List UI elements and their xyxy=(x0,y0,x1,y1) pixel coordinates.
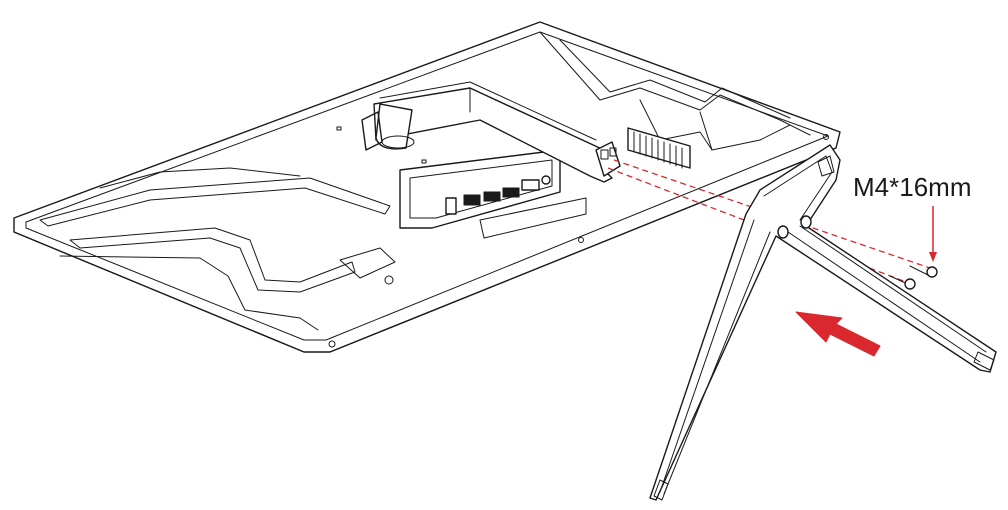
io-port-panel xyxy=(399,149,587,239)
vent-grille xyxy=(627,127,691,169)
dc-power-port xyxy=(445,197,457,215)
screw-icon xyxy=(889,265,938,290)
leg-screw-hole-2 xyxy=(800,215,812,229)
screw-spec-label: M4*16mm xyxy=(853,172,972,202)
hdmi-port-1 xyxy=(483,191,501,202)
leg-screw-hole-1 xyxy=(777,225,789,239)
usb-port xyxy=(463,194,481,206)
down-arrow-icon xyxy=(929,206,937,262)
stand-leg xyxy=(649,144,997,501)
audio-jack xyxy=(541,175,551,185)
hdmi-port-2 xyxy=(502,187,520,198)
displayport-port xyxy=(521,179,540,191)
stand-mount-bracket xyxy=(361,81,691,183)
red-arrow-icon xyxy=(795,311,881,357)
